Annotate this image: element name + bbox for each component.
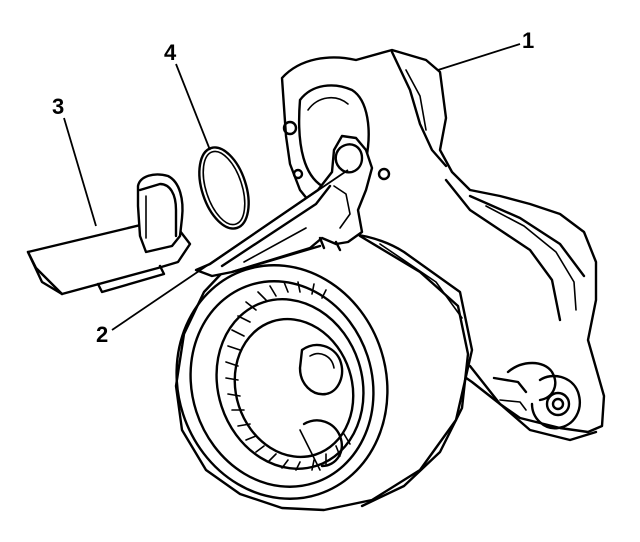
callout-3: 3 xyxy=(52,94,64,119)
leader-line-3 xyxy=(63,117,97,227)
leader-line-4 xyxy=(175,63,211,151)
callout-1: 1 xyxy=(522,28,534,53)
plate-part-3 xyxy=(26,173,192,296)
callouts: 1 2 3 4 xyxy=(52,28,534,347)
drive-end-barrel xyxy=(174,231,474,512)
leader-line-2 xyxy=(111,169,349,331)
ring-gear-teeth xyxy=(225,281,351,471)
o-ring-part-4 xyxy=(198,146,250,230)
leader-lines xyxy=(63,43,521,331)
callout-4: 4 xyxy=(164,40,177,65)
leader-line-1 xyxy=(437,43,521,71)
callout-2: 2 xyxy=(96,322,108,347)
